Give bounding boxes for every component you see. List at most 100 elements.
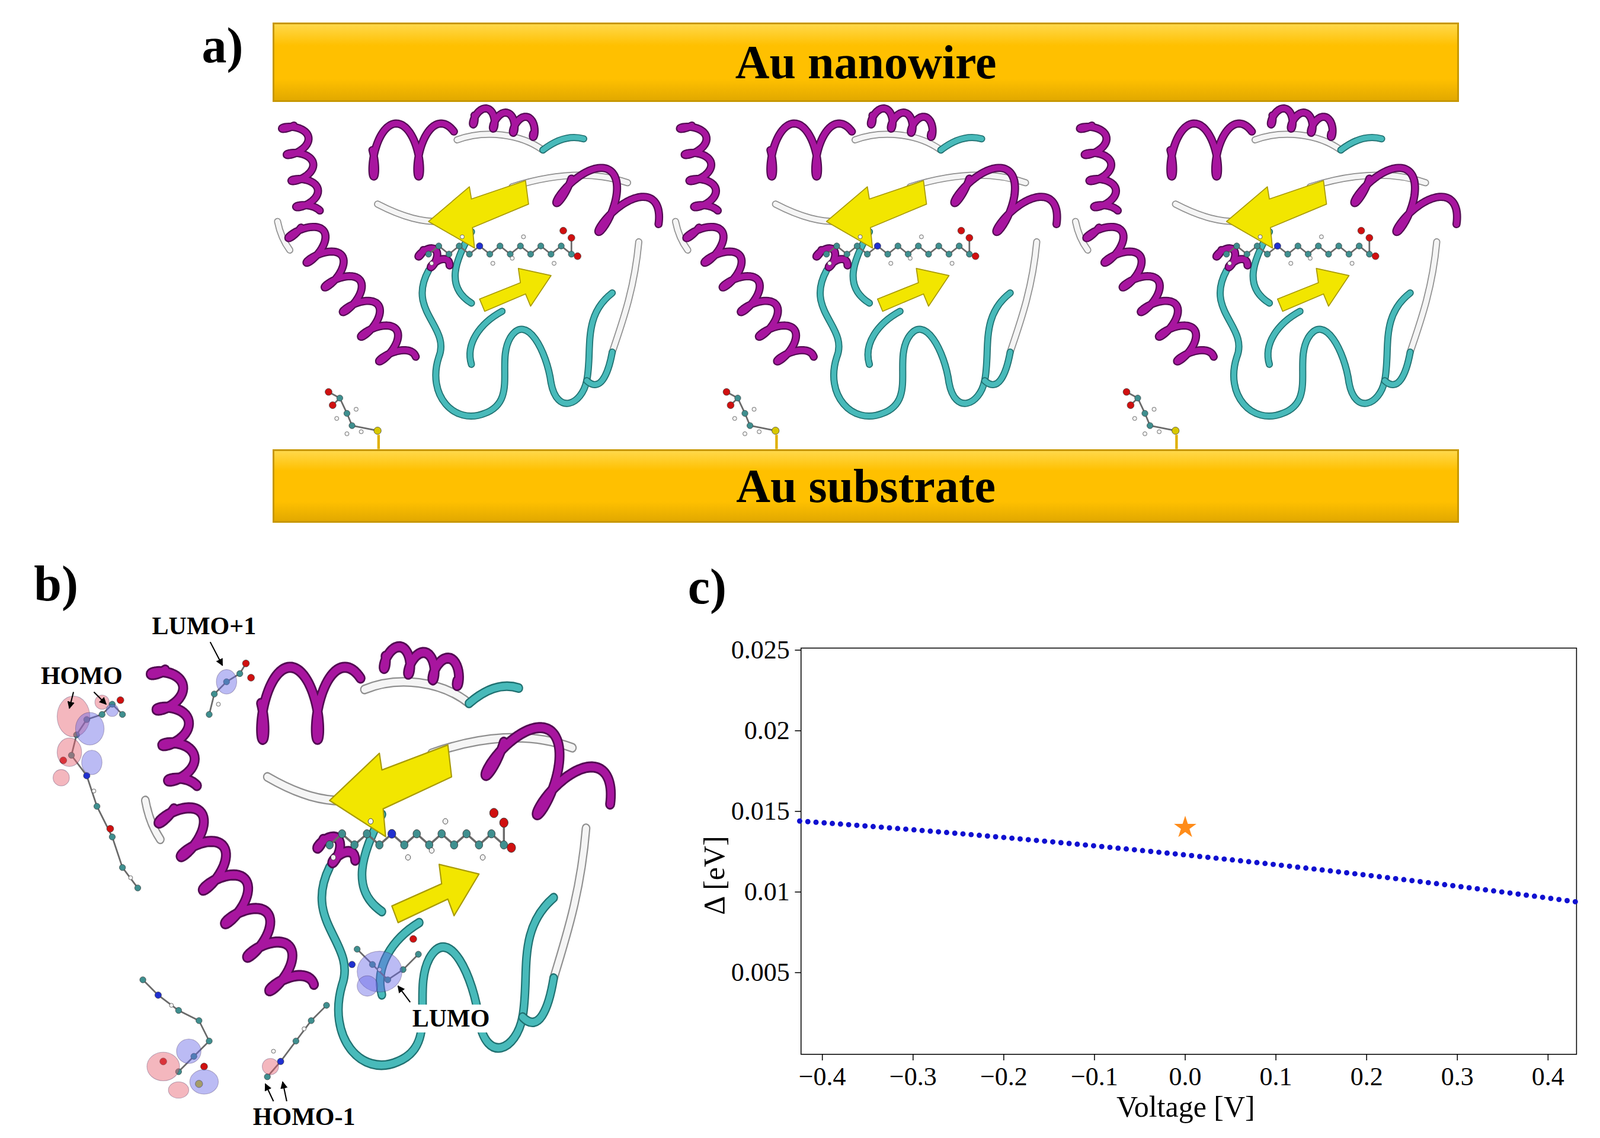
data-dot — [862, 823, 868, 829]
label-holder: 0.02 — [744, 716, 790, 745]
y-tick — [794, 730, 801, 732]
data-dot — [1572, 898, 1579, 905]
label-holder: 0.1 — [1259, 1061, 1293, 1091]
label-holder: 0.015 — [731, 797, 790, 826]
orbital-lobe — [81, 750, 102, 775]
orbital-lobe — [262, 1058, 280, 1075]
label-holder: −0.4 — [798, 1061, 847, 1091]
data-dot — [1287, 863, 1293, 869]
data-dot — [805, 818, 811, 825]
x-tick — [1365, 1054, 1368, 1061]
data-dot — [1344, 869, 1350, 876]
data-dot — [968, 832, 974, 838]
data-dot — [1360, 871, 1366, 878]
atom — [128, 875, 133, 880]
x-tick — [1275, 1054, 1277, 1061]
atom — [93, 802, 100, 809]
electrode-bar: Au nanowire — [272, 22, 1460, 102]
thiol-linker — [722, 388, 780, 449]
data-dot — [1147, 848, 1154, 854]
thiol-linker — [325, 388, 382, 449]
data-dot — [1074, 841, 1080, 847]
data-dot — [837, 821, 844, 827]
atom — [154, 991, 162, 998]
data-dot — [1025, 836, 1032, 843]
protein-cartoon — [675, 108, 1058, 416]
label-holder: 0.01 — [744, 877, 790, 907]
data-dot — [1082, 842, 1088, 848]
data-dot — [1540, 894, 1546, 900]
data-dot — [870, 823, 876, 830]
data-dot — [1115, 845, 1121, 851]
data-dot — [1205, 854, 1211, 860]
thiol-linker — [1122, 388, 1180, 449]
x-tick — [1547, 1054, 1550, 1061]
data-dot — [1352, 871, 1358, 877]
data-dot — [797, 818, 803, 824]
atom — [323, 1002, 330, 1008]
leader-arrow — [93, 691, 107, 704]
data-dot — [846, 821, 852, 828]
tick-label: 0.1 — [1259, 1061, 1293, 1091]
data-dot — [1547, 895, 1554, 901]
atom — [236, 670, 243, 677]
data-dot — [878, 824, 885, 830]
leader-arrow — [69, 691, 74, 709]
atom — [216, 702, 221, 707]
data-dot — [1294, 864, 1301, 870]
atom — [109, 833, 115, 840]
data-dot — [960, 830, 966, 837]
data-dot — [1327, 868, 1333, 874]
tick-label: 0.0 — [1169, 1061, 1202, 1091]
orbital-lobe — [56, 737, 82, 767]
label-holder: HOMO — [39, 661, 125, 690]
data-dot — [993, 833, 999, 840]
data-dot — [887, 824, 893, 831]
bond — [71, 704, 139, 888]
atom — [119, 864, 126, 871]
data-dot — [1197, 853, 1203, 859]
label-holder: Voltage [V] — [1116, 1089, 1256, 1123]
tick-label: 0.01 — [744, 877, 790, 907]
data-dot — [1482, 887, 1488, 893]
data-dot — [1123, 846, 1129, 852]
data-dot — [1531, 893, 1538, 899]
data-dot — [903, 826, 909, 832]
label-holder: 0.0 — [1169, 1061, 1202, 1091]
atom — [91, 788, 96, 793]
data-dot — [1237, 858, 1244, 864]
data-dot — [813, 819, 819, 825]
data-dot — [1417, 878, 1423, 885]
data-dot — [1376, 874, 1382, 880]
data-dot — [1434, 880, 1440, 886]
y-tick — [794, 649, 801, 651]
y-tick — [794, 810, 801, 812]
panel-letter: a) — [201, 18, 243, 73]
atom — [116, 696, 124, 704]
y-tick — [794, 891, 801, 893]
atom — [169, 1003, 174, 1008]
x-tick — [1184, 1054, 1186, 1061]
data-dot — [1131, 846, 1138, 853]
atom — [175, 1007, 182, 1014]
tick-label: 0.015 — [731, 797, 790, 826]
atom — [354, 945, 361, 952]
label-holder: HOMO-1 — [251, 1102, 358, 1131]
data-dot — [1066, 840, 1072, 847]
x-tick — [1003, 1054, 1005, 1061]
y-tick — [794, 971, 801, 974]
atom — [349, 961, 356, 968]
data-dot — [1034, 837, 1040, 843]
data-dot — [1368, 872, 1374, 879]
atom — [206, 711, 213, 718]
data-dot — [1156, 849, 1162, 855]
orbital-sidechains — [53, 641, 422, 1102]
orbital-lobe — [176, 1038, 201, 1064]
orbital-lobe — [357, 975, 378, 996]
leader-arrow — [265, 1083, 274, 1102]
data-dot — [1523, 892, 1529, 898]
tick-label: 0.02 — [744, 716, 790, 745]
label-holder: 0.3 — [1441, 1061, 1474, 1091]
